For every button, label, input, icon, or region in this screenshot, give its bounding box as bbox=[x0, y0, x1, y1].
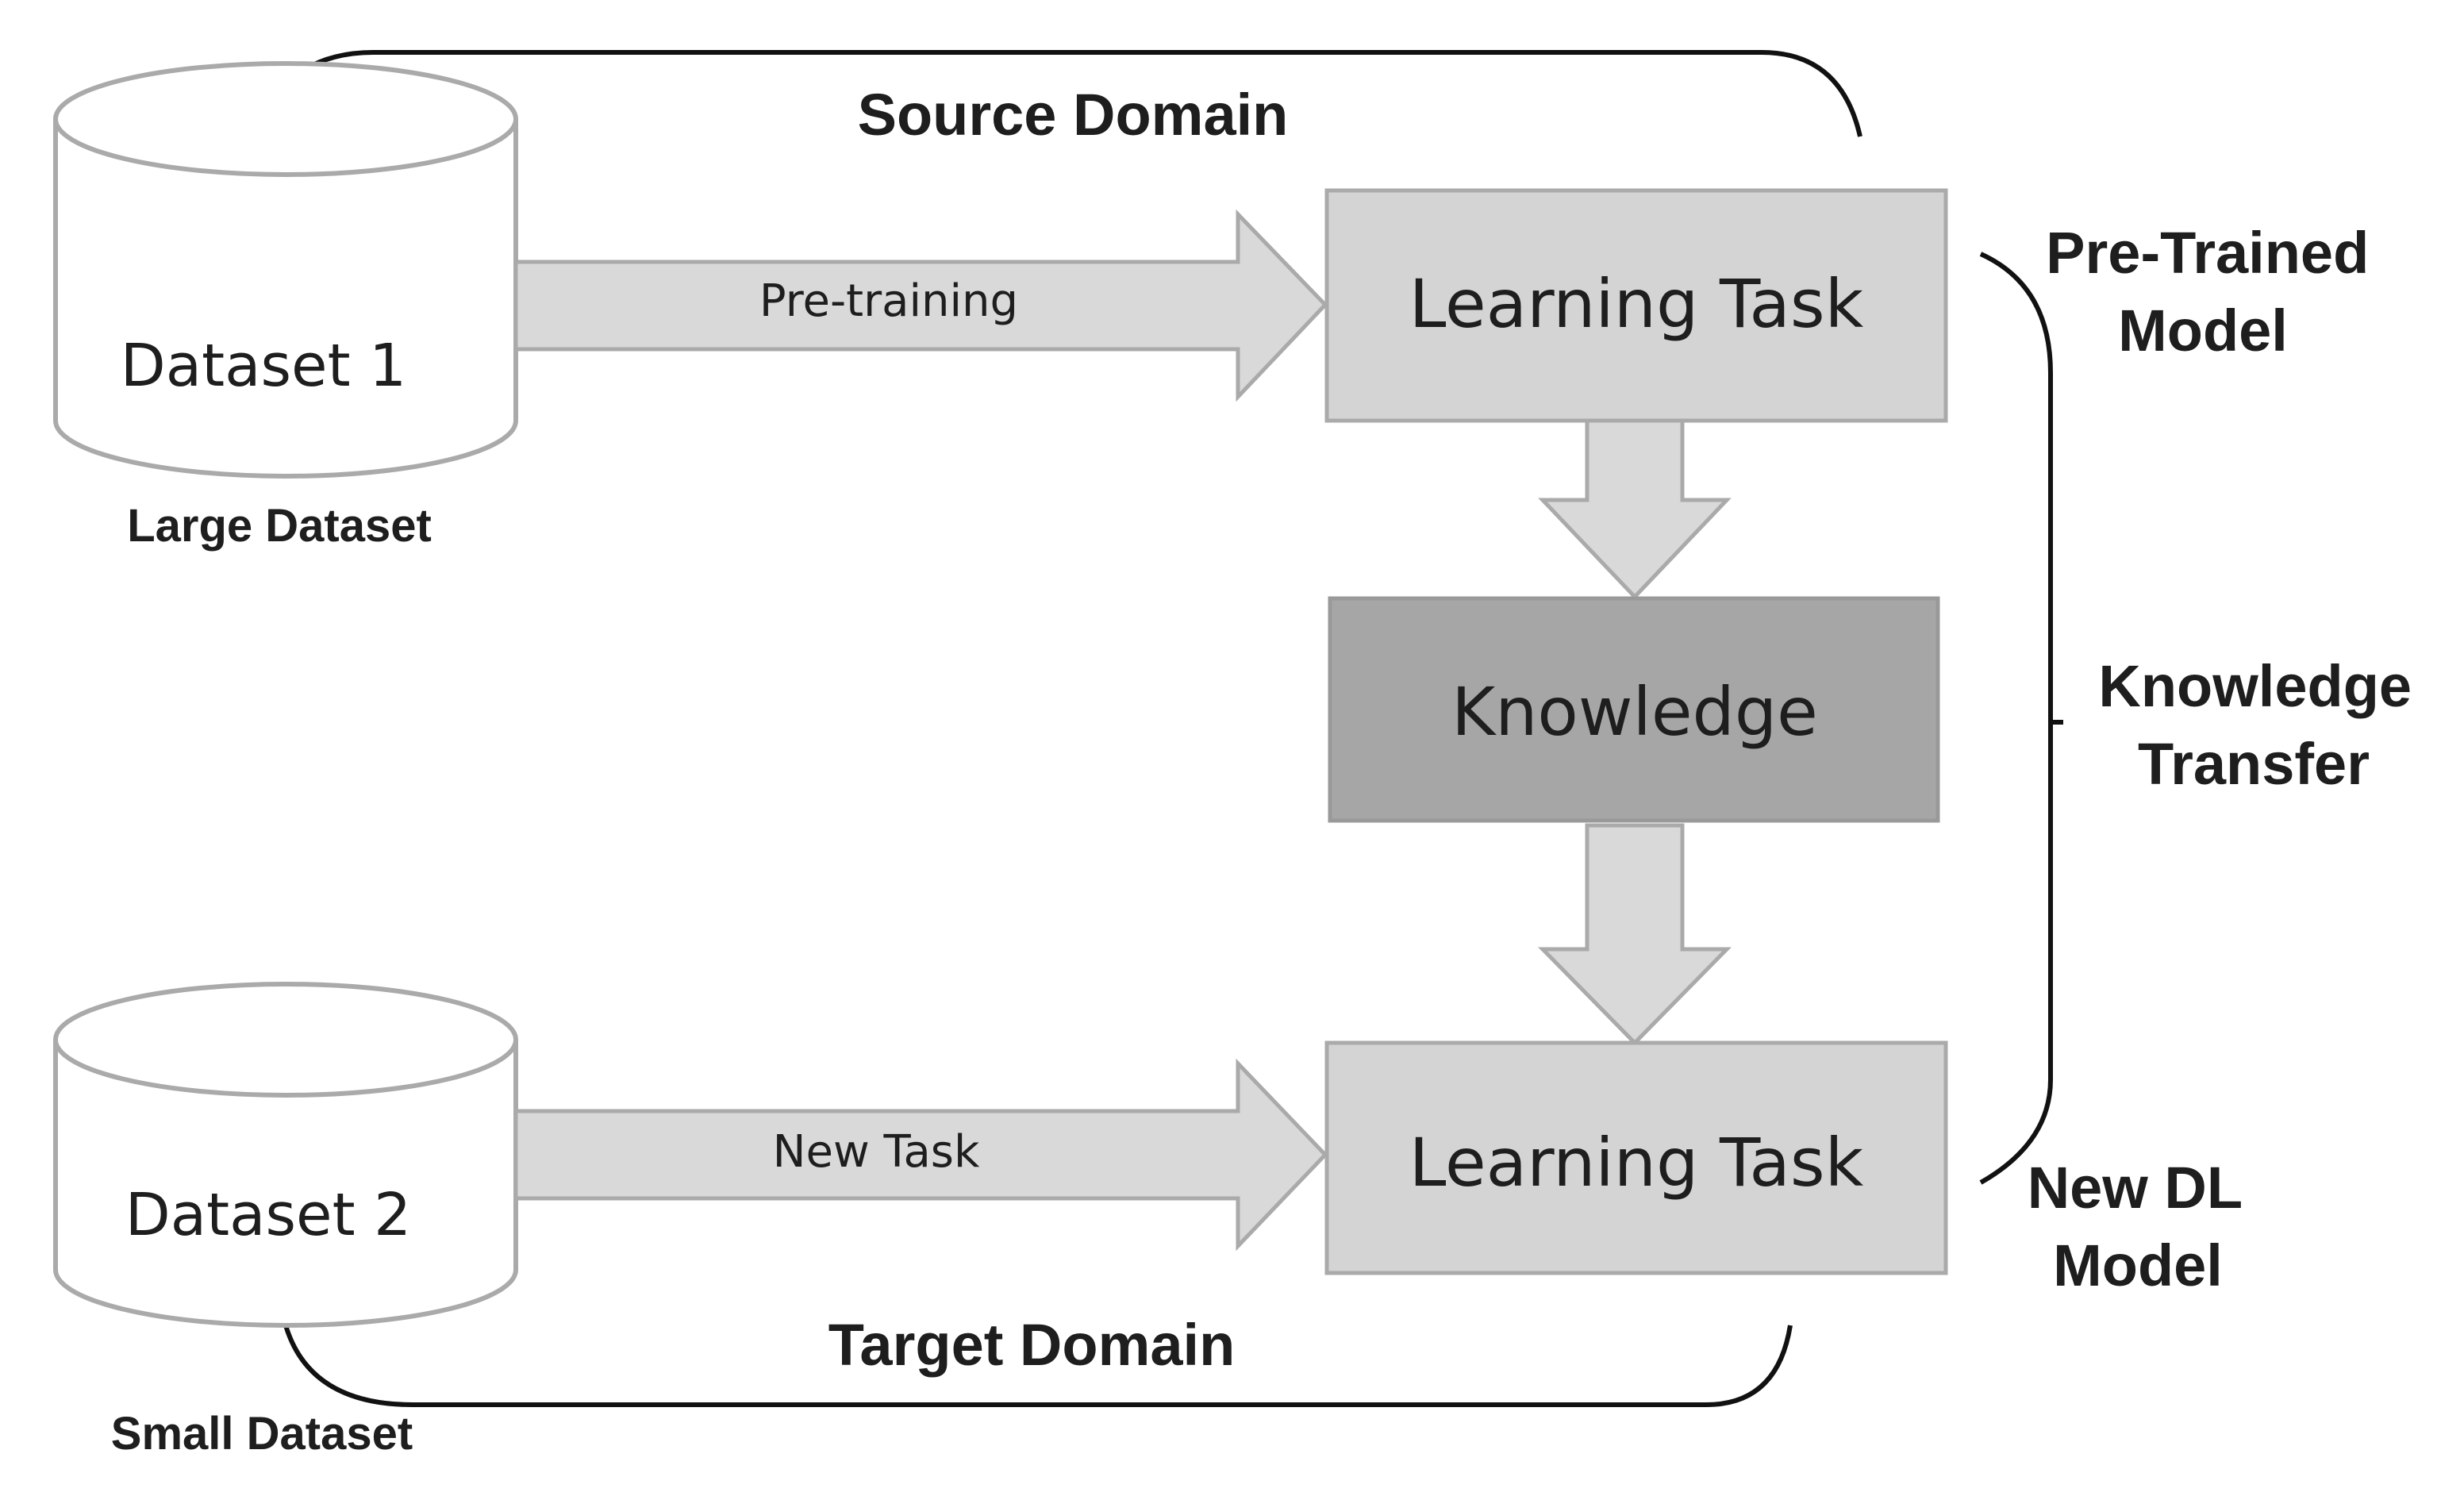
knowledge-box bbox=[1328, 596, 1940, 823]
down-arrow-to-learning-task bbox=[1538, 823, 1732, 1046]
dataset-1-label: Dataset 1 bbox=[121, 332, 406, 400]
source-domain-label: Source Domain bbox=[858, 82, 1289, 148]
pretraining-label: Pre-training bbox=[759, 275, 1018, 327]
learning-task-bottom-label: Learning Task bbox=[1409, 1124, 1864, 1202]
pretrained-model-label: Pre-Trained Model bbox=[2046, 220, 2385, 363]
down-arrow-to-knowledge bbox=[1538, 418, 1732, 600]
learning-task-top-label: Learning Task bbox=[1409, 265, 1864, 343]
dataset-2-cylinder: Dataset 2 bbox=[53, 982, 518, 1328]
pretraining-arrow bbox=[513, 209, 1328, 402]
new-dl-model-label: New DL Model bbox=[2028, 1155, 2258, 1298]
dataset-2-label: Dataset 2 bbox=[125, 1181, 411, 1249]
target-domain-bracket bbox=[283, 1325, 1793, 1407]
learning-task-bottom-box bbox=[1324, 1040, 1948, 1275]
target-domain-label: Target Domain bbox=[828, 1312, 1236, 1378]
dataset-2-caption: Small Dataset bbox=[111, 1408, 413, 1459]
learning-task-top-box bbox=[1324, 188, 1948, 423]
knowledge-transfer-bracket bbox=[1979, 252, 2063, 1185]
knowledge-label: Knowledge bbox=[1451, 673, 1818, 751]
new-task-arrow bbox=[513, 1058, 1328, 1252]
new-task-label: New Task bbox=[773, 1126, 980, 1178]
dataset-1-cylinder: Dataset 1 bbox=[53, 61, 518, 479]
knowledge-transfer-label: Knowledge Transfer bbox=[2098, 653, 2427, 797]
dataset-1-caption: Large Dataset bbox=[127, 500, 432, 552]
